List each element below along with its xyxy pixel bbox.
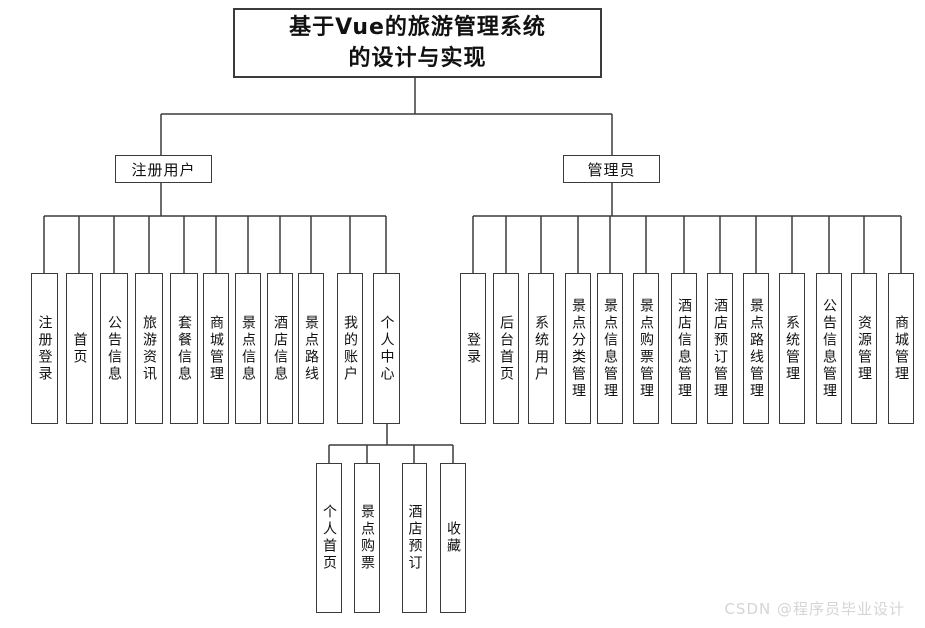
node-travel-news: 旅游资讯 <box>135 273 163 424</box>
node-scenic-route: 景点路线 <box>298 273 324 424</box>
edge-personal-center-to-children <box>328 424 454 463</box>
title-line-1: 基于Vue的旅游管理系统 <box>289 15 546 40</box>
node-system-users: 系统用户 <box>528 273 554 424</box>
node-scenic-info-mgmt: 景点信息管理 <box>597 273 623 424</box>
node-register-login: 注册登录 <box>31 273 58 424</box>
node-package-info: 套餐信息 <box>170 273 198 424</box>
node-hotel-info-mgmt: 酒店信息管理 <box>671 273 697 424</box>
node-scenic-route-mgmt: 景点路线管理 <box>743 273 769 424</box>
node-system-mgmt: 系统管理 <box>779 273 805 424</box>
node-hotel-booking: 酒店预订 <box>402 463 427 613</box>
node-mall-mgmt: 商城管理 <box>888 273 914 424</box>
edge-title-to-branches <box>160 78 613 155</box>
title-line-2: 的设计与实现 <box>348 46 487 71</box>
node-scenic-ticket-mgmt: 景点购票管理 <box>633 273 659 424</box>
node-homepage: 首页 <box>66 273 93 424</box>
node-scenic-info: 景点信息 <box>235 273 261 424</box>
node-registered-user: 注册用户 <box>115 155 212 183</box>
node-administrator: 管理员 <box>563 155 660 183</box>
node-resource-mgmt: 资源管理 <box>851 273 877 424</box>
node-backend-home: 后台首页 <box>493 273 519 424</box>
node-personal-home: 个人首页 <box>316 463 342 613</box>
edge-admin-branch-to-children <box>472 183 902 273</box>
node-hotel-booking-mgmt: 酒店预订管理 <box>707 273 733 424</box>
root-node-title: 基于Vue的旅游管理系统 的设计与实现 <box>233 8 602 78</box>
edge-user-branch-to-children <box>43 183 387 273</box>
node-personal-center: 个人中心 <box>373 273 400 424</box>
node-hotel-info: 酒店信息 <box>267 273 293 424</box>
node-announcement-info: 公告信息 <box>100 273 128 424</box>
node-favorites: 收藏 <box>440 463 466 613</box>
csdn-watermark: CSDN @程序员毕业设计 <box>724 600 905 618</box>
node-announcement-mgmt: 公告信息管理 <box>816 273 842 424</box>
node-mall-management: 商城管理 <box>203 273 229 424</box>
node-my-account: 我的账户 <box>337 273 363 424</box>
node-admin-login: 登录 <box>460 273 486 424</box>
node-scenic-category-mgmt: 景点分类管理 <box>565 273 591 424</box>
node-scenic-ticket: 景点购票 <box>354 463 380 613</box>
